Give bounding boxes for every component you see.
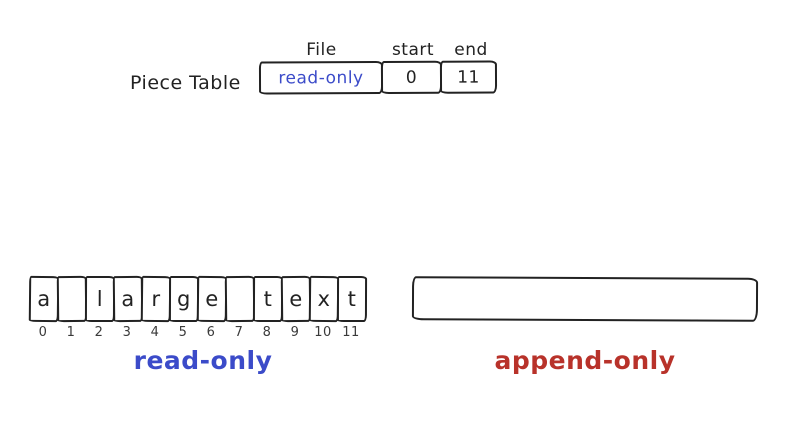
- buffer-index: 5: [178, 325, 188, 340]
- buffer-cell: [224, 275, 256, 323]
- buffer-index: 1: [66, 325, 76, 340]
- buffer-cell: x: [308, 275, 340, 323]
- column-header-start: start: [391, 40, 435, 60]
- buffer-index: 7: [234, 325, 244, 340]
- piece-table-cell-end: 11: [439, 60, 498, 94]
- buffer-index: 9: [290, 325, 300, 340]
- buffer-index: 8: [262, 325, 272, 340]
- buffer-cell: [56, 275, 88, 323]
- buffer-cell: a: [28, 275, 60, 323]
- buffer-index: 11: [342, 325, 360, 340]
- piece-table-cell-start: 0: [380, 60, 443, 94]
- piece-table-title: Piece Table: [130, 72, 241, 94]
- read-only-buffer: a l a r g e t e x t: [28, 275, 368, 323]
- append-only-label: append-only: [494, 346, 676, 375]
- read-only-label: read-only: [133, 346, 273, 375]
- append-only-buffer: [411, 276, 759, 322]
- buffer-index: 10: [314, 325, 332, 340]
- buffer-cell: r: [140, 275, 172, 323]
- buffer-cell: a: [112, 275, 144, 323]
- piece-table-cell-file: read-only: [258, 60, 384, 95]
- buffer-cell: t: [336, 275, 368, 323]
- buffer-cell: t: [252, 275, 284, 323]
- buffer-index: 3: [122, 325, 132, 340]
- buffer-cell: e: [280, 275, 312, 323]
- read-only-buffer-indices: 0 1 2 3 4 5 6 7 8 9 10 11: [29, 325, 365, 340]
- buffer-cell: g: [168, 275, 200, 323]
- buffer-index: 4: [150, 325, 160, 340]
- buffer-index: 0: [38, 325, 48, 340]
- piece-table-row: read-only 0 11: [258, 60, 498, 95]
- buffer-cell: l: [84, 275, 116, 323]
- column-header-file: File: [306, 40, 337, 60]
- buffer-index: 2: [94, 325, 104, 340]
- buffer-index: 6: [206, 325, 216, 340]
- column-header-end: end: [454, 40, 488, 60]
- buffer-cell: e: [196, 275, 228, 323]
